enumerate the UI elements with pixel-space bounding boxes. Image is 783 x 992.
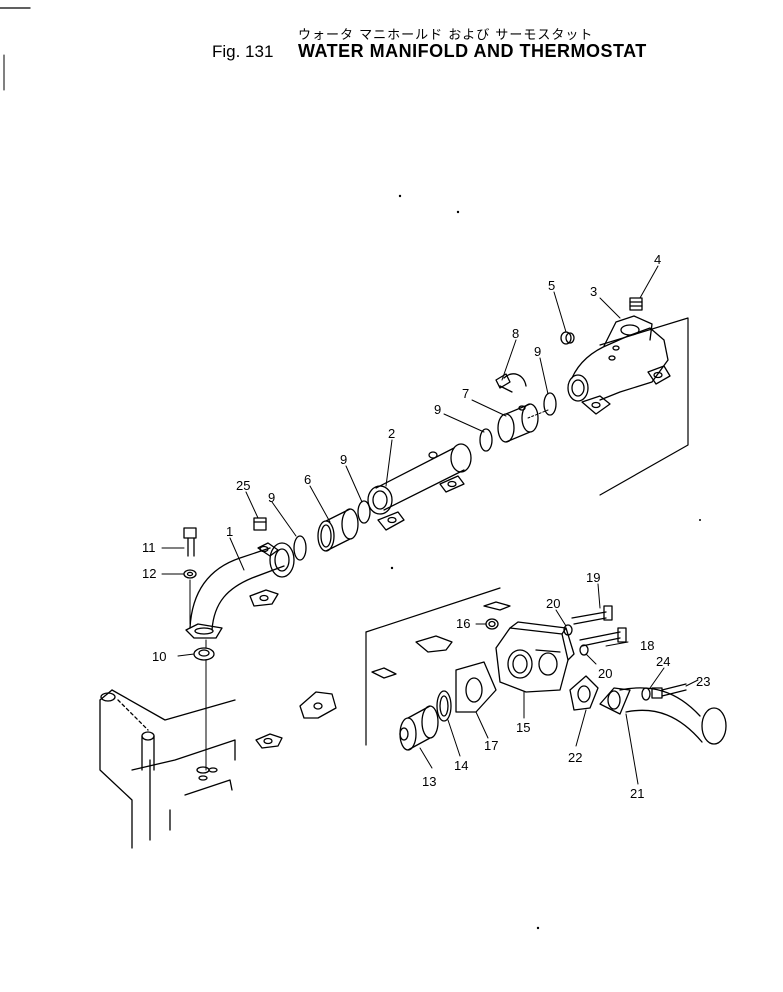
label-part-21: 21: [630, 786, 644, 801]
part-9-o-rings: [293, 392, 557, 561]
part-6-connector-pipe: [317, 508, 359, 552]
part-3-manifold-rear-housing: [567, 315, 671, 415]
label-part-10: 10: [152, 649, 166, 664]
label-part-3: 3: [590, 284, 597, 299]
label-part-19: 19: [586, 570, 600, 585]
label-part-9b: 9: [434, 402, 441, 417]
scan-dots: [390, 194, 701, 930]
label-part-14: 14: [454, 758, 468, 773]
figure-number: Fig. 131: [212, 42, 274, 61]
label-part-1: 1: [226, 524, 233, 539]
label-part-20b: 20: [598, 666, 612, 681]
part-4-plug: [629, 297, 643, 311]
label-part-5: 5: [548, 278, 555, 293]
part-23-bolt: [651, 683, 687, 699]
part-19-bolt: [571, 605, 613, 625]
assembly-frame-lines: [365, 317, 689, 746]
part-25-plug: [253, 517, 267, 531]
label-part-13: 13: [422, 774, 436, 789]
label-part-23: 23: [696, 674, 710, 689]
part-2-water-manifold-middle: [367, 443, 472, 531]
part-11-bolt: [183, 527, 197, 557]
label-part-9c: 9: [340, 452, 347, 467]
part-12-washer: [183, 569, 197, 579]
label-part-7: 7: [462, 386, 469, 401]
label-part-8: 8: [512, 326, 519, 341]
label-part-25: 25: [236, 478, 250, 493]
label-part-15: 15: [516, 720, 530, 735]
label-part-9a: 9: [534, 344, 541, 359]
label-part-20a: 20: [546, 596, 560, 611]
part-10-washer: [193, 647, 215, 661]
part-17-gasket: [455, 661, 497, 713]
part-1-water-manifold-front: [185, 542, 295, 639]
label-part-24: 24: [656, 654, 670, 669]
label-part-2: 2: [388, 426, 395, 441]
label-part-11: 11: [142, 540, 156, 555]
label-part-22: 22: [568, 750, 582, 765]
part-13-thermostat: [399, 705, 439, 751]
part-22-gasket: [569, 675, 599, 711]
label-part-9d: 9: [268, 490, 275, 505]
scan-edge-marks: [0, 7, 31, 91]
part-24-washer: [641, 687, 651, 701]
part-number-labels: 4 5 3 8 9 7 9 2 9 6 9 25 1 11 12 10 16 1…: [142, 252, 710, 801]
part-8-clamp: [495, 373, 527, 393]
label-part-17: 17: [484, 738, 498, 753]
part-16-plug: [485, 618, 499, 630]
part-20-washers: [563, 624, 589, 656]
figure-title-japanese: ウォータ マニホールド および サーモスタット: [298, 28, 594, 43]
part-5-plug: [560, 331, 575, 345]
part-15-thermostat-housing: [495, 621, 575, 693]
figure-title-english: WATER MANIFOLD AND THERMOSTAT: [298, 41, 647, 61]
gaskets-misc: [255, 601, 511, 749]
label-part-18: 18: [640, 638, 654, 653]
part-18-bolt: [579, 627, 627, 647]
engine-block: [99, 689, 236, 849]
label-part-6: 6: [304, 472, 311, 487]
assembly-guide-lines: [189, 409, 549, 771]
label-part-12: 12: [142, 566, 156, 581]
part-7-connector-pipe: [497, 403, 539, 443]
leader-lines: [161, 265, 699, 785]
label-part-16: 16: [456, 616, 470, 631]
part-14-seal: [436, 690, 452, 722]
label-part-4: 4: [654, 252, 661, 267]
